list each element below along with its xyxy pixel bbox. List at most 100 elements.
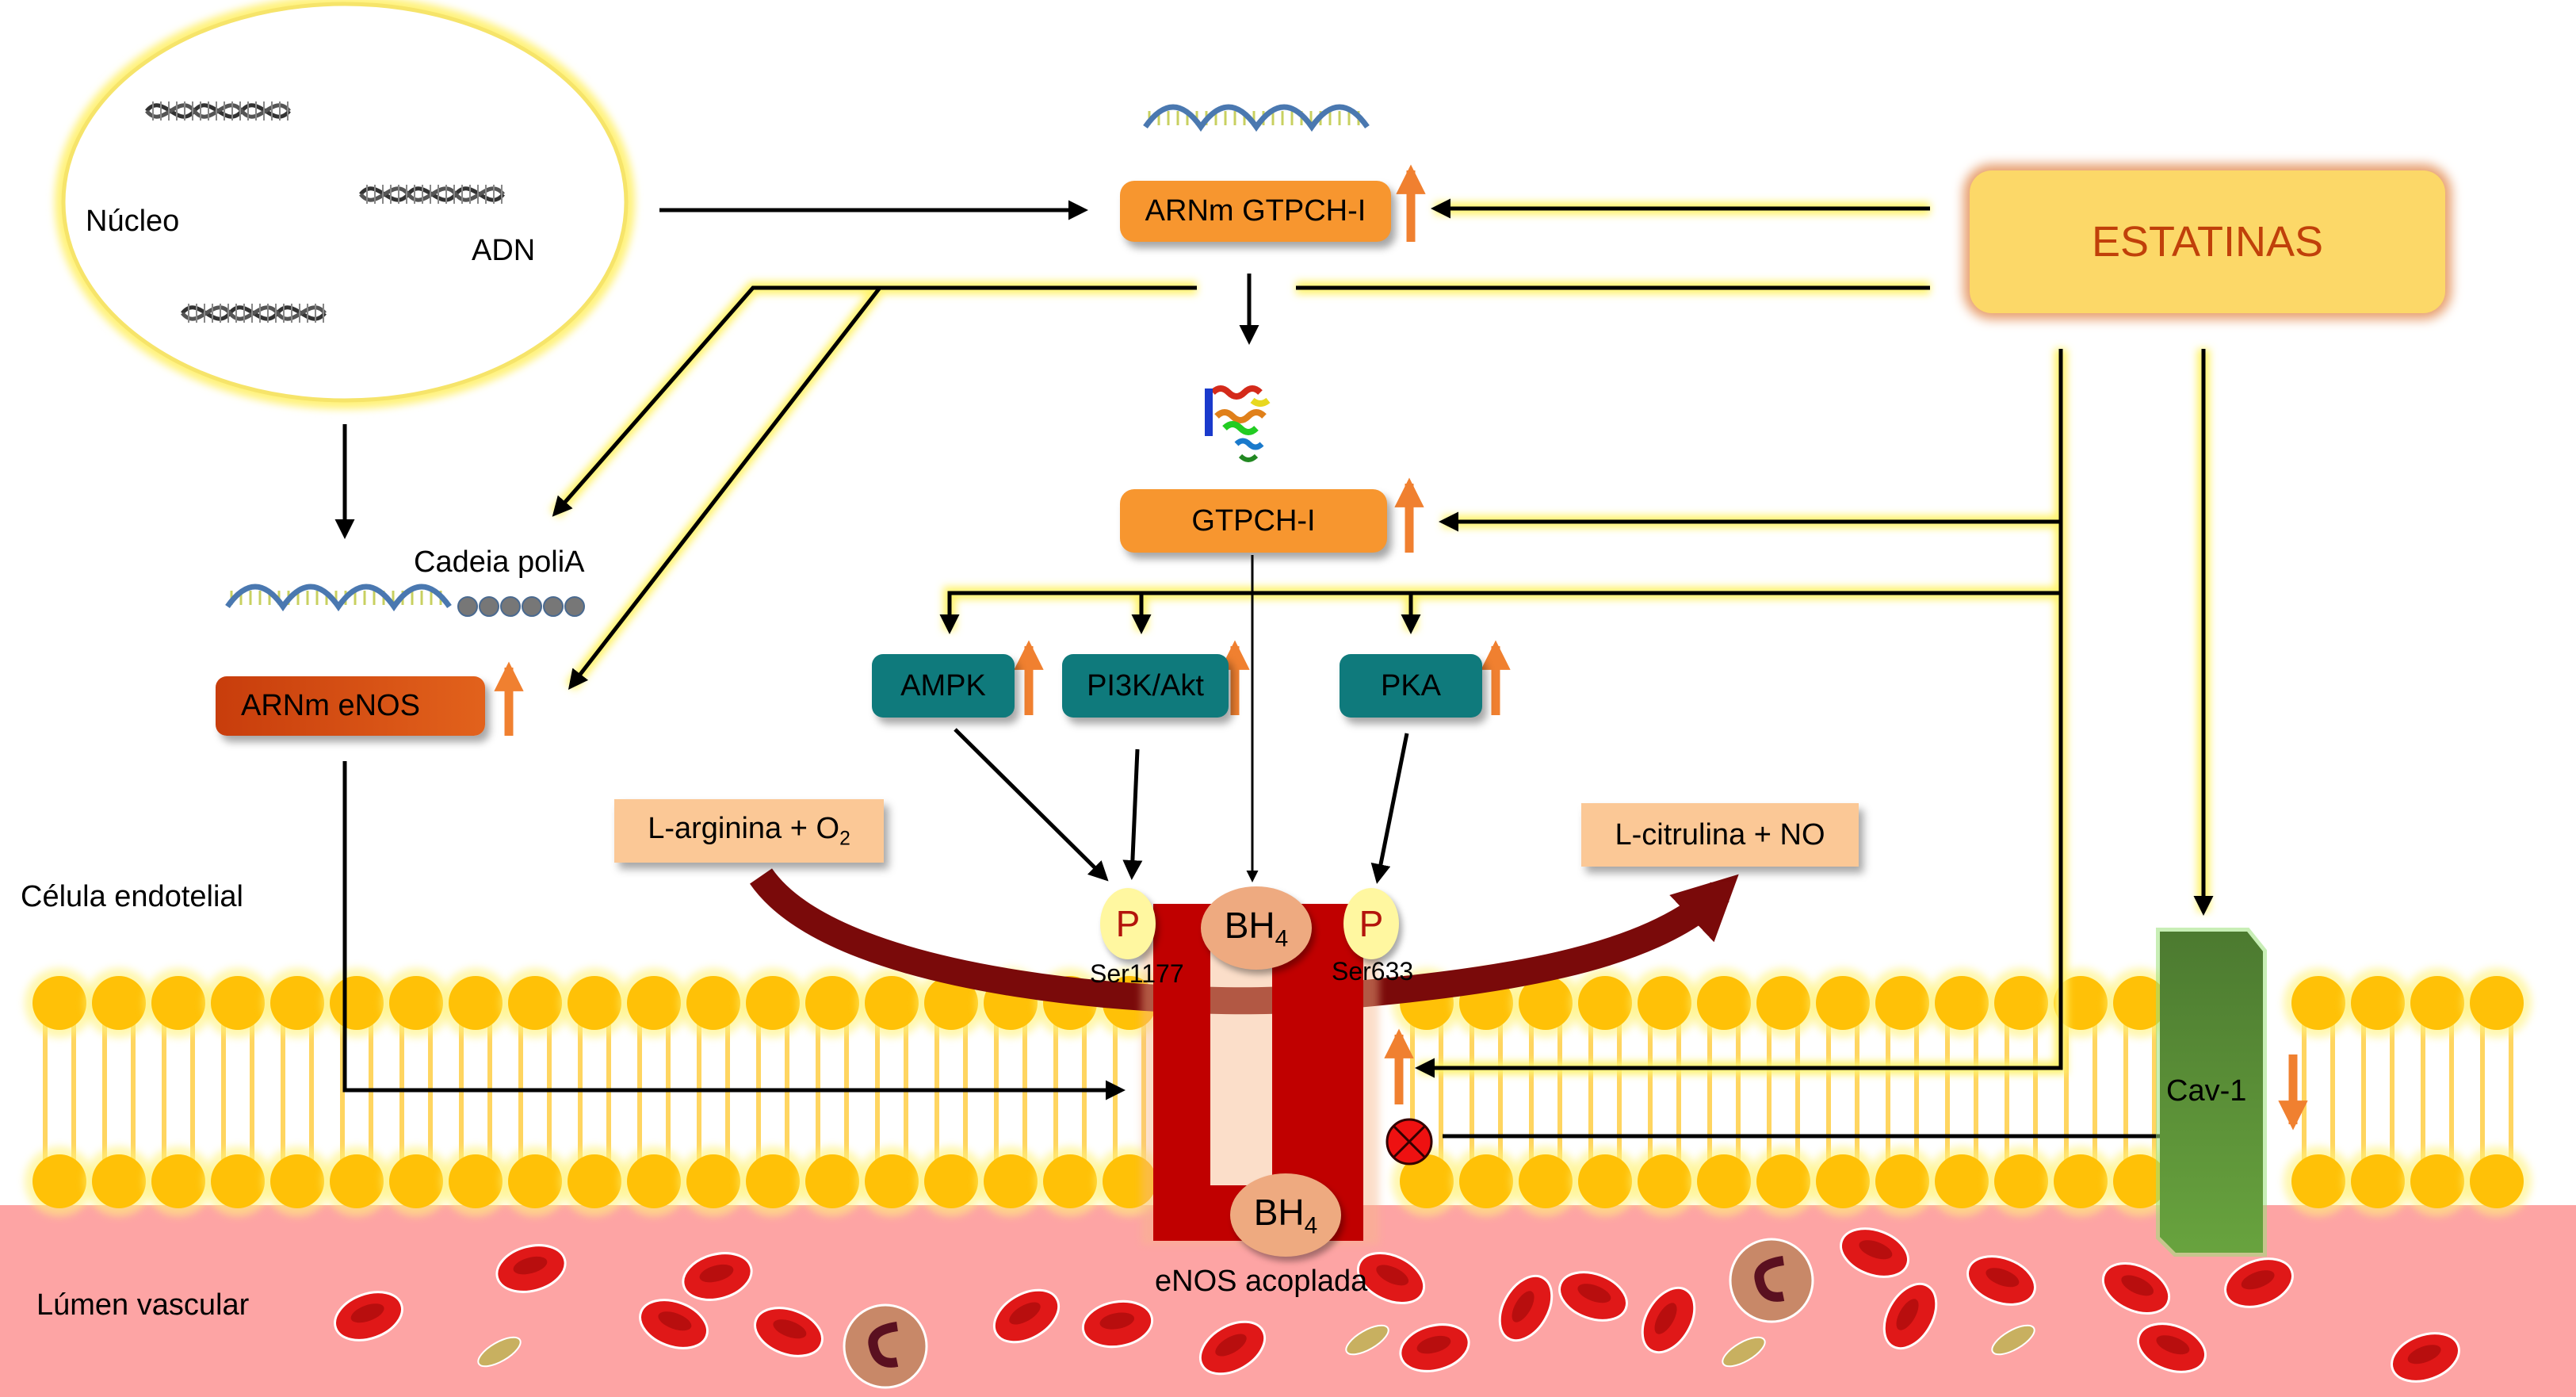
lipid-head	[1697, 1154, 1751, 1208]
polya-bead	[543, 596, 564, 617]
red-blood-cell-center	[2407, 1345, 2441, 1364]
red-blood-cell-center	[2156, 1335, 2190, 1355]
lipid-head	[568, 976, 621, 1030]
lipid-head	[2351, 1154, 2405, 1208]
lipid-head	[449, 976, 503, 1030]
enos-coupled-label: eNOS acoplada	[1155, 1265, 1368, 1298]
blood-cells	[334, 1227, 2460, 1389]
statins-box[interactable]: ESTATINAS	[1970, 170, 2445, 313]
mrna-enos-label: ARNm eNOS	[241, 689, 420, 722]
arrow-ampk-to-ser1177	[954, 728, 1109, 882]
arrow-to-ampk	[939, 591, 2061, 634]
lipid-head	[389, 976, 443, 1030]
lipid-head	[92, 976, 146, 1030]
red-blood-cell-center	[1416, 1335, 1451, 1354]
white-blood-cell	[1729, 1238, 1814, 1323]
dna-helix-icon	[181, 304, 327, 323]
lipid-head	[2470, 976, 2524, 1030]
arrow-pka-to-ser633	[1370, 733, 1409, 884]
red-blood-cell-center	[1009, 1302, 1041, 1325]
bh4-top[interactable]: BH4	[1201, 886, 1312, 970]
dna-label: ADN	[472, 234, 536, 267]
lipid-head	[1638, 976, 1691, 1030]
red-blood-cell-center	[658, 1311, 692, 1331]
lipid-head	[686, 976, 740, 1030]
red-blood-cell-center	[1654, 1303, 1677, 1334]
lipid-head	[270, 976, 324, 1030]
red-blood-cell-center	[1376, 1265, 1409, 1286]
mrna-gtpch-strand-icon	[1143, 104, 1370, 132]
polya-bead	[522, 596, 542, 617]
lipid-head	[211, 1154, 265, 1208]
lipid-head	[508, 1154, 562, 1208]
product-label: L-citrulina + NO	[1615, 817, 1825, 852]
ampk-box[interactable]: AMPK	[872, 654, 1015, 718]
phospho-ser633[interactable]: P	[1343, 888, 1399, 959]
nucleus	[55, 0, 635, 409]
lipid-head	[2291, 976, 2345, 1030]
lipid-head	[746, 1154, 800, 1208]
polya-bead	[500, 596, 521, 617]
red-blood-cell-center	[1986, 1268, 2020, 1288]
platelet	[1345, 1324, 1389, 1356]
lipid-head	[2470, 1154, 2524, 1208]
bh4-bottom[interactable]: BH4	[1230, 1173, 1341, 1257]
lipid-head	[2351, 976, 2405, 1030]
dna-helices	[145, 101, 505, 323]
lipid-head	[627, 1154, 681, 1208]
lipid-head	[1875, 1154, 1929, 1208]
arrow-statins-to-mrna-enos	[568, 286, 881, 690]
lipid-head	[270, 1154, 324, 1208]
substrate-box[interactable]: L-arginina + O2	[614, 799, 884, 863]
white-blood-cell-nucleus	[1754, 1256, 1785, 1302]
rna-strands	[225, 104, 1370, 617]
cav1-protein	[2156, 928, 2267, 1257]
mrna-enos-box[interactable]: ARNm eNOS	[216, 676, 485, 736]
lipid-head	[151, 1154, 205, 1208]
ampk-label: AMPK	[900, 668, 986, 702]
lipid-head	[508, 976, 562, 1030]
lipid-head	[32, 1154, 86, 1208]
phospho-ser1177[interactable]: P	[1100, 888, 1156, 959]
lipid-head	[92, 1154, 146, 1208]
pi3k-akt-box[interactable]: PI3K/Akt	[1062, 654, 1229, 718]
red-blood-cell-center	[2121, 1275, 2154, 1296]
red-blood-cell-center	[1099, 1312, 1135, 1330]
red-blood-cell-center	[1577, 1284, 1611, 1303]
lipid-head	[1043, 1154, 1097, 1208]
mrna-gtpch-box[interactable]: ARNm GTPCH-I	[1120, 181, 1391, 242]
platelet	[477, 1336, 522, 1368]
regulation-arrows	[494, 164, 2308, 1131]
lipid-head	[1697, 976, 1751, 1030]
platelet	[1722, 1336, 1766, 1368]
lipid-head	[151, 976, 205, 1030]
lipid-head	[1459, 1154, 1513, 1208]
protein-structure-icon	[1205, 385, 1271, 462]
red-blood-cell-center	[1215, 1334, 1247, 1357]
arrow-pi3k-to-ser1177	[1122, 748, 1143, 880]
endothelial-cell-label: Célula endotelial	[21, 880, 243, 913]
substrate-label: L-arginina + O2	[648, 811, 850, 850]
lipid-head	[211, 976, 265, 1030]
polya-tail-label: Cadeia poliA	[414, 545, 585, 579]
gtpch-box[interactable]: GTPCH-I	[1120, 489, 1387, 553]
lipid-head	[2410, 976, 2464, 1030]
dna-helix-icon	[359, 185, 505, 204]
pka-label: PKA	[1380, 668, 1442, 702]
lipid-head	[1578, 1154, 1632, 1208]
red-blood-cell-center	[1896, 1299, 1919, 1330]
lipid-head	[1994, 1154, 2048, 1208]
white-blood-cell-nucleus	[868, 1322, 899, 1368]
lipid-head	[389, 1154, 443, 1208]
pka-box[interactable]: PKA	[1340, 654, 1482, 718]
lipid-head	[1994, 976, 2048, 1030]
lipid-head	[330, 976, 384, 1030]
lipid-head	[805, 976, 859, 1030]
mrna-enos-strand-icon	[225, 584, 452, 612]
lipid-head	[924, 976, 978, 1030]
product-box[interactable]: L-citrulina + NO	[1581, 803, 1859, 867]
lipid-head	[2113, 976, 2167, 1030]
red-blood-cell-center	[513, 1256, 548, 1275]
dna-helix-icon	[145, 101, 291, 121]
lipid-head	[627, 976, 681, 1030]
